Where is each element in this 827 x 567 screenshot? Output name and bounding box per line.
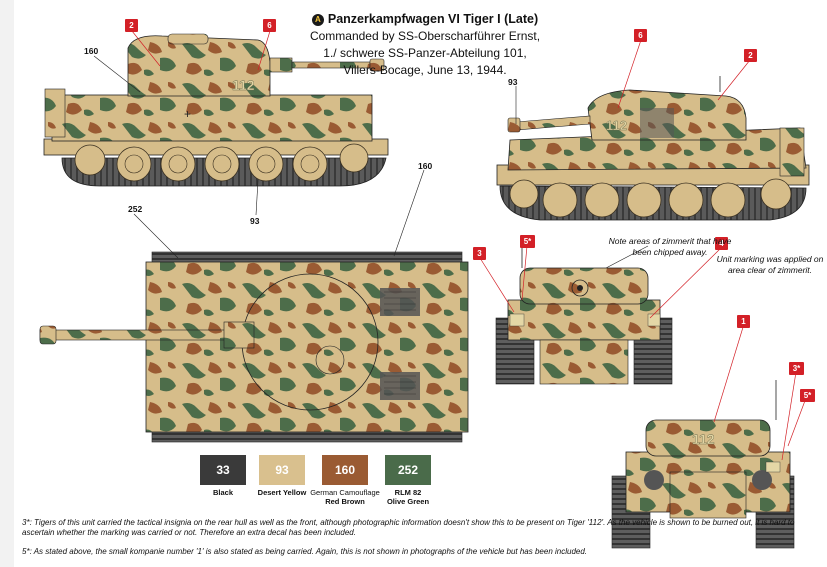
callout-6-right: 6 (634, 29, 647, 42)
callout-2-right: 2 (744, 49, 757, 62)
note-zimmerit: Note areas of zimmerit that have been ch… (608, 236, 732, 257)
callout-2-left: 2 (125, 19, 138, 32)
swatch-252: 252 (385, 455, 431, 485)
color-ref-160-left: 160 (84, 46, 99, 56)
callout-3-rear: 3* (789, 362, 804, 375)
callout-6-left: 6 (263, 19, 276, 32)
front-view (495, 244, 673, 385)
swatch-93: 93 (259, 455, 305, 485)
swatch-label-93: Desert Yellow (237, 488, 327, 497)
footnote-5: 5*: As stated above, the small kompanie … (22, 547, 588, 556)
swatch-name-33: Black (212, 488, 233, 497)
title-commander: Commanded by SS-Oberscharführer Ernst, (309, 29, 541, 43)
color-ref-160-top: 160 (418, 161, 433, 171)
footnote-3: 3*: Tigers of this unit carried the tact… (22, 518, 795, 537)
turret-number-right: 112 (606, 118, 627, 133)
callout-1: 1 (737, 315, 750, 328)
top-view (39, 251, 469, 443)
svg-text:+: + (184, 107, 191, 121)
swatch-name-93: Desert Yellow (257, 488, 307, 497)
swatch-sub-252: RLM 82 (394, 488, 422, 497)
swatch-160: 160 (322, 455, 368, 485)
swatch-33: 33 (200, 455, 246, 485)
note-unit-marking: Unit marking was applied on area clear o… (716, 254, 824, 275)
rear-view: 112 (611, 380, 795, 549)
swatch-label-33: Black (178, 488, 268, 497)
right-side-view: 112 (496, 76, 810, 221)
title-location-date: Villers-Bocage, June 13, 1944. (343, 63, 507, 77)
callout-3: 3 (473, 247, 486, 260)
callout-5-rear: 5* (800, 389, 815, 402)
callout-4: 4 (715, 237, 728, 250)
color-ref-93-right: 93 (508, 77, 518, 87)
color-ref-252-top: 252 (128, 204, 143, 214)
page-edge (0, 0, 14, 567)
profile-badge: A (311, 14, 324, 26)
callout-5-front: 5* (520, 235, 535, 248)
turret-number-left: 112 (232, 77, 255, 93)
left-side-view: 112 + (43, 33, 389, 187)
color-ref-93-left: 93 (250, 216, 260, 226)
title-text: Panzerkampfwagen VI Tiger I (Late) (327, 12, 539, 26)
title-unit: 1./ schwere SS-Panzer-Abteilung 101, (323, 46, 527, 60)
swatch-name-252: Olive Green (386, 497, 430, 506)
swatch-sub-160: German Camouflage (310, 488, 380, 497)
swatch-name-160: Red Brown (325, 497, 365, 506)
turret-number-rear: 112 (692, 431, 715, 447)
